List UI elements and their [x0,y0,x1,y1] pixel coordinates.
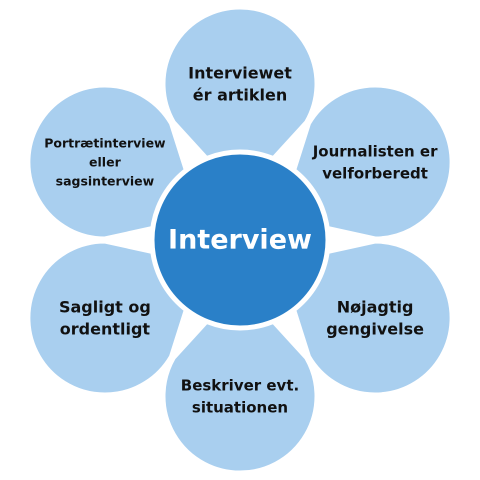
petal-label-line: situationen [192,398,288,416]
petal-label-6: Portrætinterview eller sagsinterview [44,135,166,188]
petal-label-5: Sagligt og ordentligt [59,298,151,339]
petal-label-line: Journalisten er [312,142,438,160]
petal-label-line: Portrætinterview [44,135,166,150]
center-label: Interview [168,225,312,256]
petal-6 [27,84,203,240]
petal-5 [27,240,203,396]
petal-label-line: velforberedt [322,164,428,182]
petal-1 [162,6,318,197]
petal-label-3: Nøjagtig gengivelse [326,298,424,339]
petal-label-line: Beskriver evt. [181,376,299,394]
petal-2 [277,84,453,240]
petal-3 [277,240,453,396]
petal-label-line: Nøjagtig [337,298,414,317]
petal-shapes [27,6,453,474]
petal-label-1: Interviewet ér artiklen [188,64,292,105]
petal-label-line: ér artiklen [193,86,288,105]
petal-label-line: Sagligt og [59,298,151,317]
petal-label-line: ordentligt [60,320,151,339]
petal-label-2: Journalisten er velforberedt [312,142,438,182]
petal-label-line: Interviewet [188,64,292,83]
center-circle [149,149,331,331]
petal-label-line: gengivelse [326,320,424,339]
petal-4 [162,283,318,474]
petal-label-4: Beskriver evt. situationen [181,376,299,416]
petal-label-line: sagsinterview [56,173,155,188]
petal-label-line: eller [89,154,122,169]
